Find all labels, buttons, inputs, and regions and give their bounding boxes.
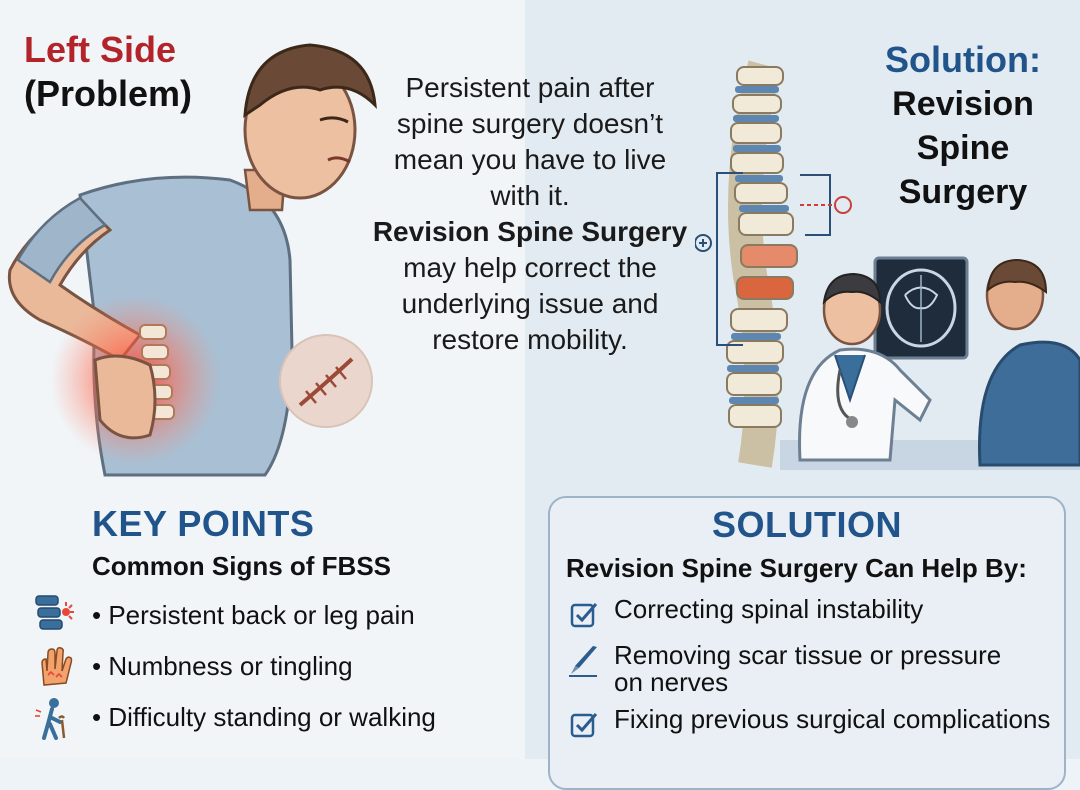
left-title-line1: Left Side	[24, 29, 177, 70]
key-points-heading: KEY POINTS	[92, 503, 315, 544]
message-line1: Persistent pain after	[405, 72, 655, 103]
message-line4: with it.	[490, 180, 570, 211]
solution-title-line1: Revision	[892, 85, 1034, 123]
center-message: Persistent pain after spine surgery does…	[370, 70, 690, 358]
solution-title-line2: Spine	[916, 129, 1010, 167]
walking-cane-icon	[28, 694, 80, 742]
solution-item-text: Fixing previous surgical complications	[614, 704, 1051, 734]
key-points-list: • Persistent back or leg pain • Numbness…	[28, 590, 508, 743]
message-line6: underlying issue and	[401, 288, 659, 319]
list-item: • Numbness or tingling	[28, 641, 508, 692]
solution-label: Solution:	[885, 39, 1041, 80]
solution-item-text: Correcting spinal instability	[614, 594, 924, 624]
solution-item-text: Removing scar tissue or pressure on nerv…	[614, 640, 1002, 697]
list-item: Fixing previous surgical complications	[566, 706, 1066, 742]
message-highlight: Revision Spine Surgery	[372, 216, 688, 247]
message-line2: spine surgery doesn’t	[396, 108, 664, 139]
solution-title-line3: Surgery	[898, 173, 1028, 211]
message-line3: mean you have to live	[393, 144, 667, 175]
key-points-subheading: Common Signs of FBSS	[92, 551, 391, 581]
solution-heading: SOLUTION	[712, 504, 902, 545]
list-item: • Difficulty standing or walking	[28, 692, 508, 743]
key-point-text: • Numbness or tingling	[92, 651, 353, 681]
hand-tingling-icon	[28, 643, 80, 691]
key-point-text: • Persistent back or leg pain	[92, 600, 415, 630]
doctor-consultation-illustration	[780, 256, 1080, 470]
solution-title: Solution: Revision Spine Surgery	[868, 38, 1058, 214]
scalpel-icon	[566, 644, 602, 678]
solution-list: Correcting spinal instability Removing s…	[566, 596, 1066, 752]
list-item: • Persistent back or leg pain	[28, 590, 508, 641]
message-line5: may help correct the	[403, 252, 657, 283]
checkbox-icon	[566, 708, 602, 742]
left-title-line2: (Problem)	[24, 73, 193, 114]
list-item: Removing scar tissue or pressure on nerv…	[566, 642, 1066, 696]
surgical-scar-icon	[279, 334, 373, 428]
left-title: Left Side (Problem)	[24, 28, 192, 116]
spine-pain-icon	[28, 592, 80, 640]
checkbox-icon	[566, 598, 602, 632]
solution-subheading: Revision Spine Surgery Can Help By:	[566, 553, 1027, 583]
message-line7: restore mobility.	[432, 324, 628, 355]
spine-illustration	[695, 60, 852, 468]
list-item: Correcting spinal instability	[566, 596, 1066, 632]
key-point-text: • Difficulty standing or walking	[92, 702, 436, 732]
solution-panel	[548, 496, 1066, 790]
back-pain-man-illustration	[7, 43, 377, 477]
